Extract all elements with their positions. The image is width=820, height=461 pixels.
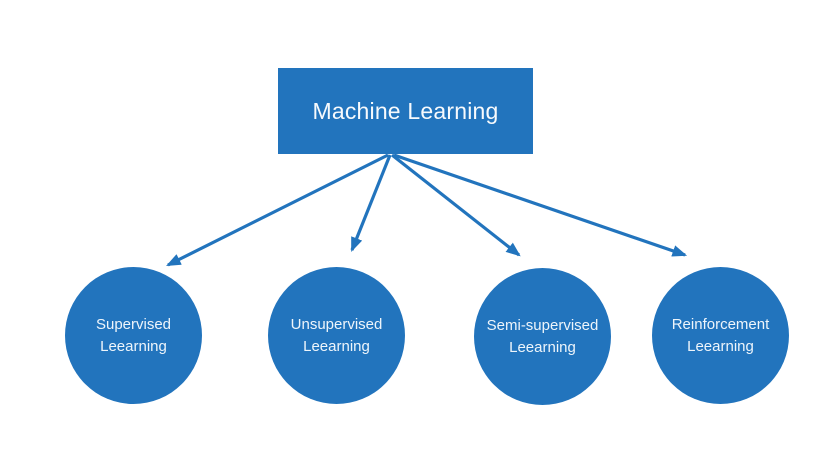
node-reinforcement-label-line1: Reinforcement <box>671 315 770 333</box>
edge-arrow-unsupervised <box>350 154 392 253</box>
node-semi-supervised-label-line2: Leearning <box>509 338 576 356</box>
node-unsupervised-label-line1: Unsupervised <box>290 315 383 333</box>
node-reinforcement: Reinforcement Leearning <box>652 267 789 404</box>
edge-arrow-reinforcement <box>393 153 688 257</box>
node-semi-supervised-label-line1: Semi-supervised <box>486 316 599 334</box>
node-supervised: Supervised Leearning <box>65 267 202 404</box>
node-reinforcement-label-line2: Leearning <box>687 337 754 355</box>
edge-arrow-semi-supervised <box>391 153 521 257</box>
node-machine-learning-label: Machine Learning <box>312 97 499 124</box>
edge-arrow-supervised <box>166 153 389 267</box>
node-supervised-label-line2: Leearning <box>100 337 167 355</box>
node-supervised-label-line1: Supervised <box>95 315 172 333</box>
node-unsupervised: Unsupervised Leearning <box>268 267 405 404</box>
node-unsupervised-label-line2: Leearning <box>303 337 370 355</box>
node-semi-supervised: Semi-supervised Leearning <box>474 268 611 405</box>
node-machine-learning: Machine Learning <box>278 68 533 154</box>
